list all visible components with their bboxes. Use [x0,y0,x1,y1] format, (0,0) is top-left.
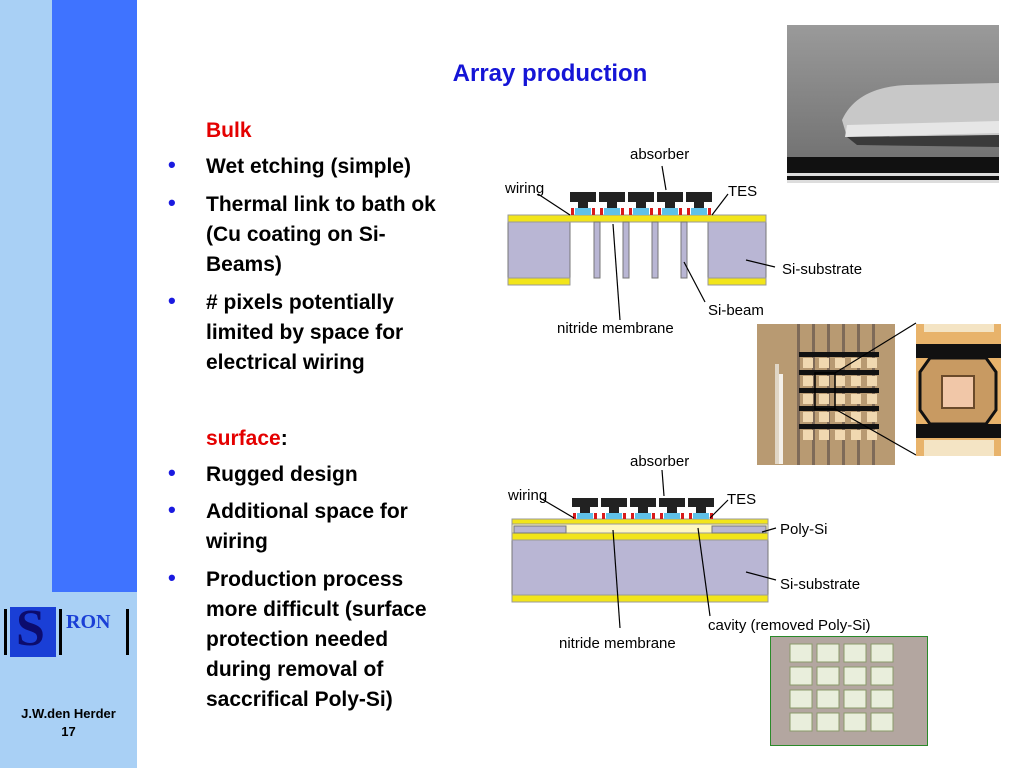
bulk-bullet-2: Thermal link to bath ok (Cu coating on S… [206,193,436,276]
surface-bullet-1: Rugged design [206,463,358,486]
bottom-yellow-layer-right [707,277,767,286]
sem-photo [787,25,999,183]
pixel-array [572,498,714,519]
label-nitride-membrane: nitride membrane [559,635,676,652]
label-absorber: absorber [630,146,689,163]
logo-letters-ron: RON [66,611,111,633]
top-yellow-layer [511,518,769,525]
surface-heading: surface: [206,427,288,450]
bullet-marker: • [168,497,176,522]
sron-logo: S RON [4,600,132,657]
bulk-bullet-3: # pixels potentially limited by space fo… [206,291,404,374]
surface-array-micrograph [770,636,928,746]
si-substrate-right [707,221,767,279]
label-tes: TES [728,183,757,200]
label-cavity: cavity (removed Poly-Si) [708,617,871,634]
label-nitride-membrane: nitride membrane [557,320,674,337]
label-absorber: absorber [630,453,689,470]
label-si-substrate: Si-substrate [782,261,862,278]
poly-si-right [711,525,767,534]
label-tes: TES [727,491,756,508]
array-micrograph [757,324,895,465]
label-wiring: wiring [504,180,544,197]
bullet-marker: • [168,190,176,215]
bullet-marker: • [168,460,176,485]
zoom-indicator-lines [834,322,917,456]
si-beam [622,221,630,279]
middle-yellow-layer [511,532,769,541]
poly-si-left [513,525,567,534]
bulk-heading: Bulk [206,119,252,142]
si-beam [593,221,601,279]
surface-bullet-3: Production process more difficult (surfa… [206,568,427,711]
bullet-marker: • [168,152,176,177]
footer-page-number: 17 [61,724,76,739]
bottom-yellow-layer-left [507,277,571,286]
label-si-beam: Si-beam [708,302,764,319]
label-si-substrate: Si-substrate [780,576,860,593]
sidebar-dark [52,0,137,592]
slide-title: Array production [452,60,648,87]
top-yellow-layer [507,214,767,223]
si-beam [680,221,688,279]
bulk-bullet-1: Wet etching (simple) [206,155,411,178]
bullet-marker: • [168,288,176,313]
surface-cross-section-diagram: absorber wiring TES Poly-Si Si-substrate… [507,453,871,652]
bottom-yellow-layer [511,594,769,603]
pixel-closeup-photo [916,324,1001,456]
bullet-marker: • [168,565,176,590]
surface-bullet-2: Additional space for wiring [206,500,408,553]
si-substrate-left [507,221,571,279]
footer-author: J.W.den Herder [21,706,116,721]
logo-letter-s: S [16,600,45,657]
si-beam [651,221,659,279]
label-poly-si: Poly-Si [780,521,828,538]
pixel-array [570,192,712,215]
label-wiring: wiring [507,487,547,504]
bulk-cross-section-diagram: absorber wiring TES Si-substrate Si-beam… [504,146,862,337]
si-substrate-block [511,539,769,596]
